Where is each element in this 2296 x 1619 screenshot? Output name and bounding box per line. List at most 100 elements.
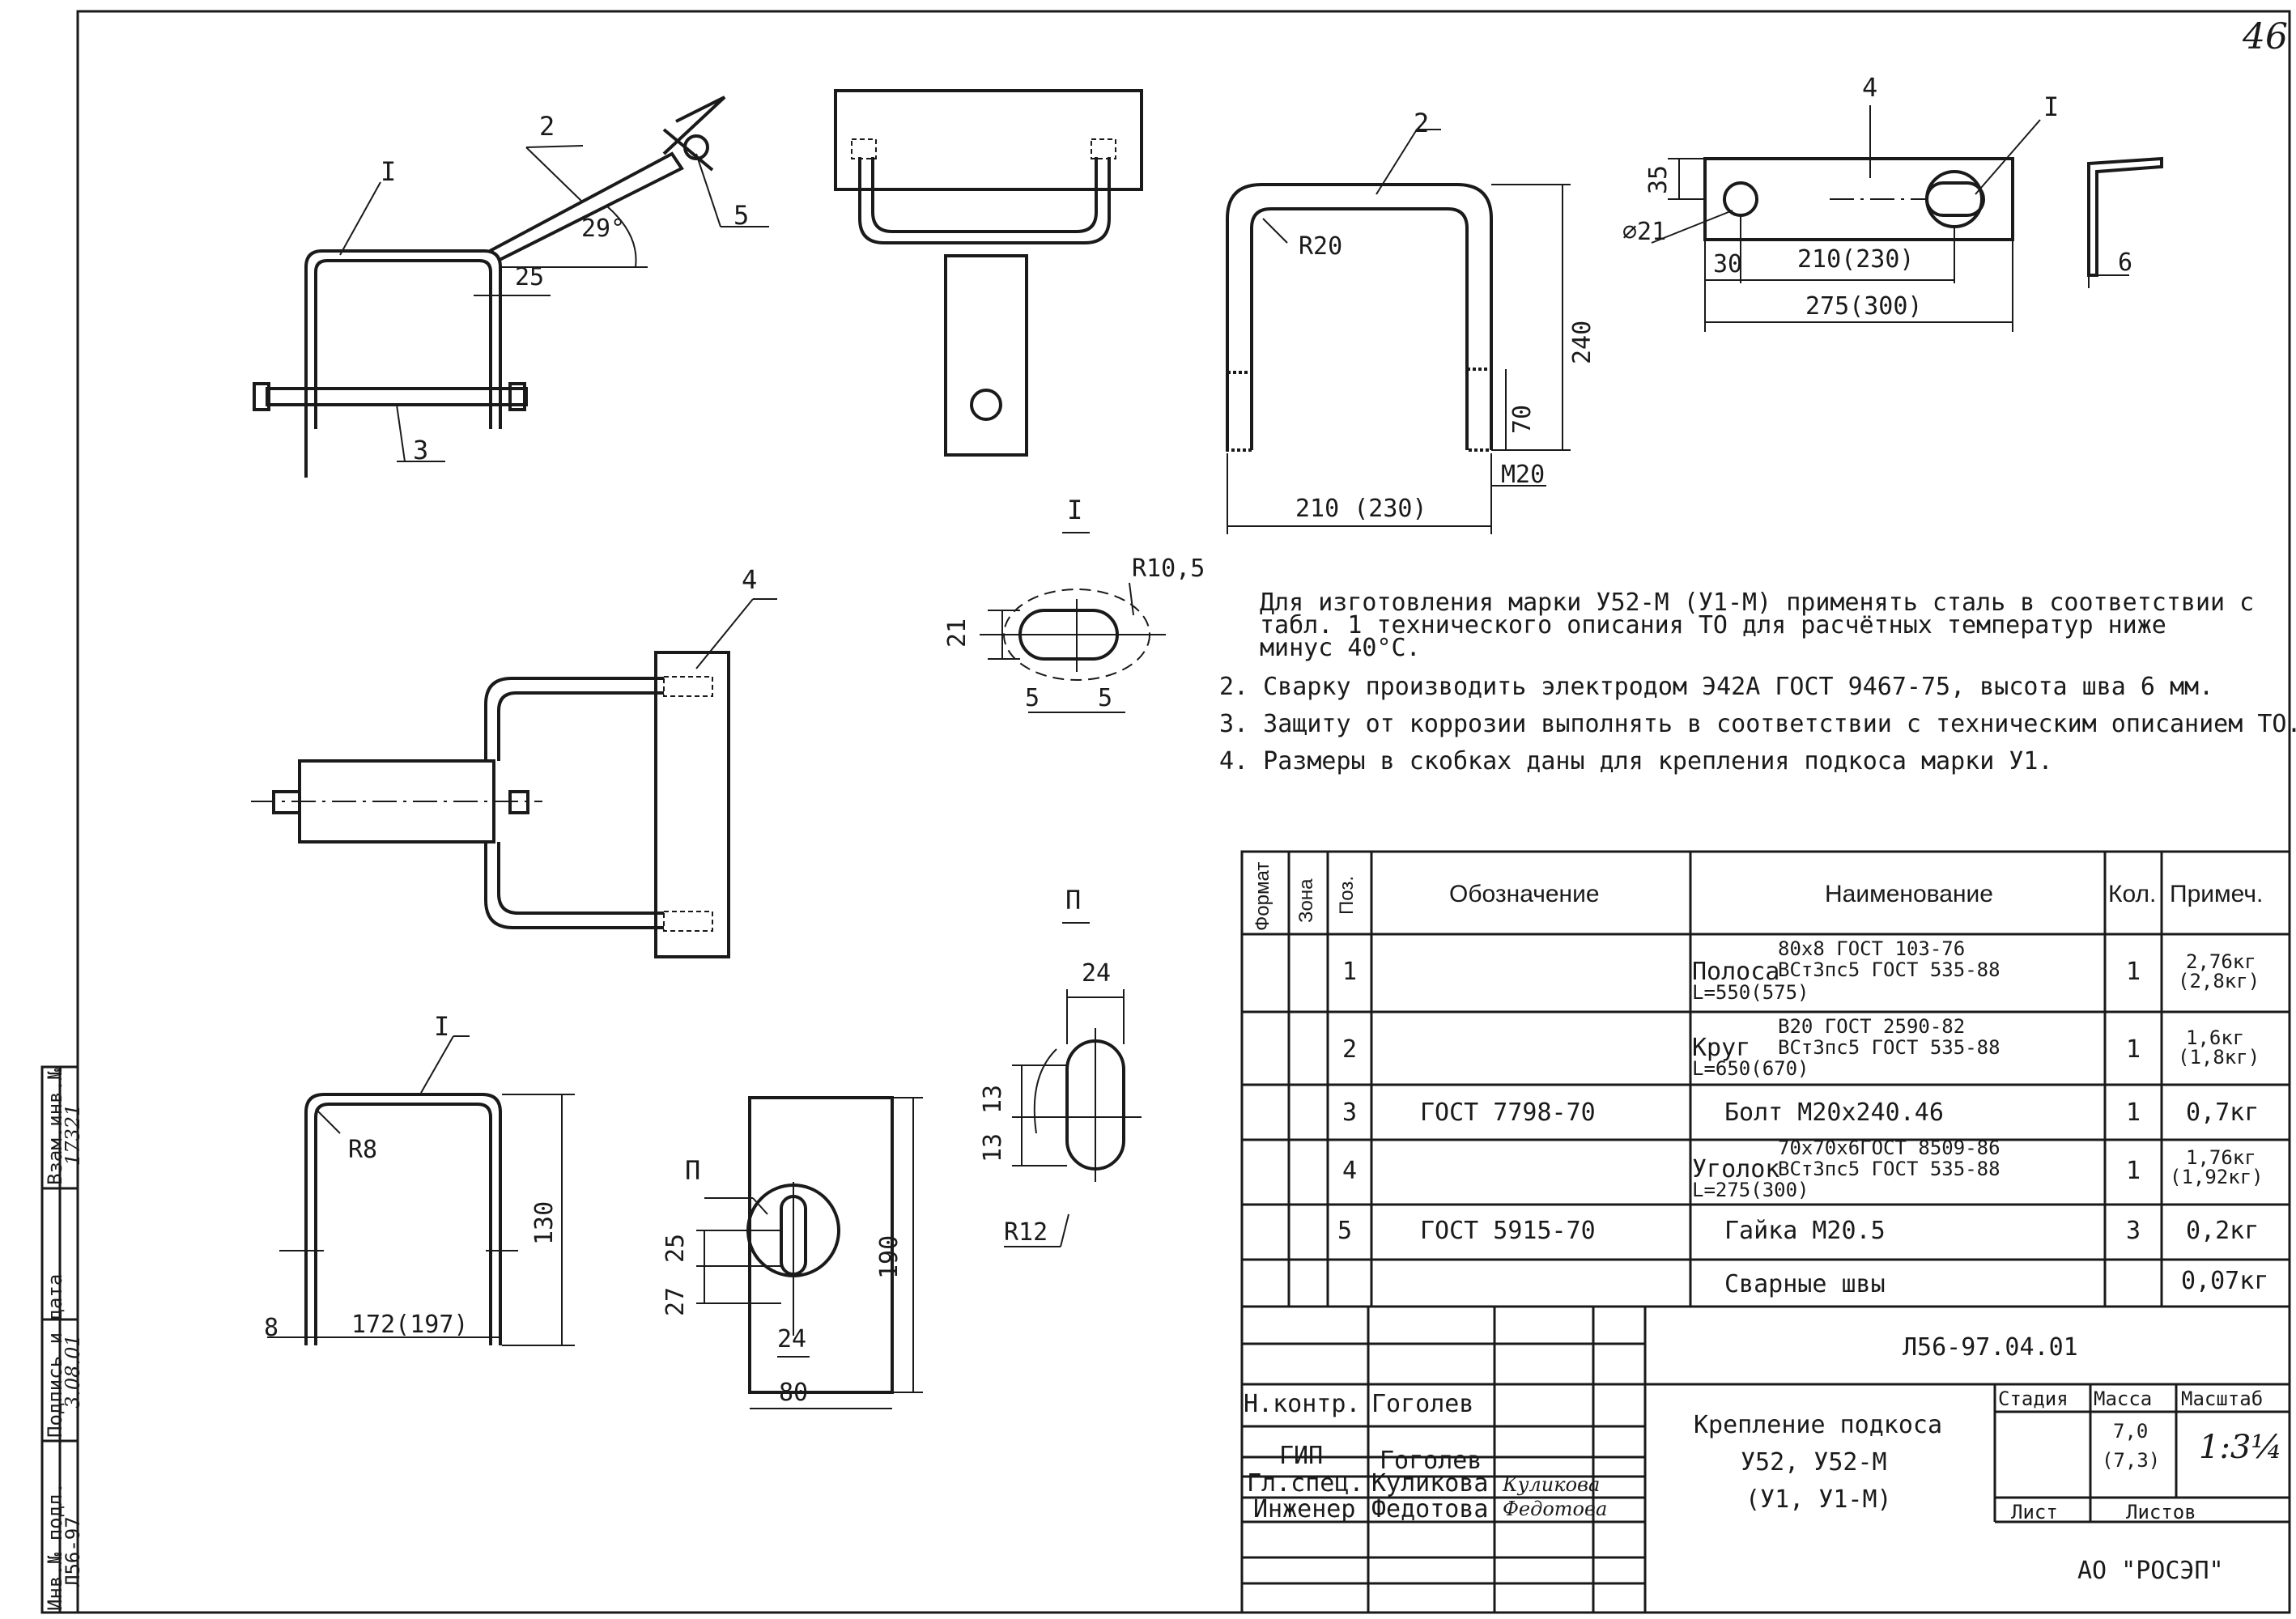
row6-name: Сварные швы: [1724, 1270, 1886, 1298]
view-side: [251, 598, 777, 958]
v3-height: 240: [1568, 320, 1597, 364]
row2-name-extra: L=650(670): [1692, 1057, 1809, 1080]
sheet-number: 46: [2243, 16, 2288, 57]
v4-pos-I: I: [2043, 91, 2060, 122]
note-line-1: Для изготовления марки У52-М (У1-М) прим…: [1260, 589, 2255, 617]
row4-qty: 1: [2126, 1157, 2141, 1185]
row1-prefix: Полоса: [1692, 958, 1780, 986]
row1-note1: 2,76кг: [2186, 950, 2256, 973]
v3-width: 210 (230): [1295, 495, 1427, 523]
org-name: АО "РОСЭП": [2077, 1557, 2224, 1585]
ubolt-height: 130: [530, 1200, 559, 1245]
th-note: Примеч.: [2170, 881, 2264, 907]
row4-note2: (1,92кг): [2170, 1166, 2264, 1188]
detail-I-dim-5b: 5: [1098, 684, 1113, 712]
row2-name-bottom: ВСт3пс5 ГОСТ 535-88: [1778, 1036, 2000, 1059]
row3-note1: 0,7кг: [2186, 1098, 2260, 1127]
row2-note2: (1,8кг): [2178, 1046, 2260, 1069]
th-designation: Обозначение: [1449, 881, 1600, 907]
sheets-label: Листов: [2126, 1501, 2196, 1523]
plate-dim-24: 24: [777, 1325, 807, 1353]
th-name: Наименование: [1825, 881, 1993, 907]
row5-note1: 0,2кг: [2186, 1217, 2260, 1245]
view4-angle: [1651, 105, 2041, 332]
stage-label: Стадия: [1998, 1387, 2069, 1410]
name-3: Куликова: [1371, 1469, 1489, 1498]
detail-I-dim-21: 21: [943, 618, 972, 648]
v1-pos-I: I: [381, 156, 397, 187]
th-qty: Кол.: [2108, 881, 2157, 907]
view5-angle-profile: [2087, 156, 2163, 288]
name-4: Федотова: [1371, 1495, 1489, 1523]
row4-prefix: Уголок: [1692, 1155, 1780, 1183]
sig-3: Куликова: [1503, 1473, 1601, 1496]
role-1: Н.контр.: [1244, 1390, 1361, 1418]
v3-thread-len: 70: [1508, 404, 1537, 434]
sheet-frame: [76, 10, 2291, 1614]
row3-qty: 1: [2126, 1098, 2141, 1127]
row3-designation: ГОСТ 7798-70: [1420, 1098, 1596, 1127]
title-block-grid: [1240, 1305, 2291, 1614]
note-line-2: табл. 1 технического описания ТО для рас…: [1260, 611, 2166, 640]
name-1: Гоголев: [1371, 1390, 1474, 1418]
row5-designation: ГОСТ 5915-70: [1420, 1217, 1596, 1245]
v1-angle: 29°: [581, 215, 626, 243]
ubolt-width: 172(197): [351, 1311, 469, 1339]
name-2: Гоголев: [1380, 1447, 1482, 1475]
row4-note1: 1,76кг: [2186, 1146, 2256, 1169]
title-line2: У52, У52-М: [1741, 1448, 1887, 1477]
plate-width: 80: [779, 1379, 809, 1407]
stamp-replaced-value: 17321: [62, 1103, 84, 1166]
row5-name: Гайка М20.5: [1724, 1217, 1886, 1245]
th-zone: Зона: [1295, 878, 1317, 923]
v3-radius: R20: [1299, 232, 1343, 261]
note-line-4: 2. Сварку производить электродом Э42А ГО…: [1219, 673, 2214, 701]
mass-value2: (7,3): [2102, 1449, 2161, 1472]
th-format: Формат: [1252, 861, 1273, 931]
detail-I-dim-5a: 5: [1025, 684, 1040, 712]
detail-P: [1004, 922, 1142, 1247]
row3-name: Болт М20х240.46: [1724, 1098, 1944, 1127]
note-line-6: 4. Размеры в скобках даны для крепления …: [1219, 747, 2053, 776]
detail-P-dim-24: 24: [1082, 959, 1112, 988]
row1-note2: (2,8кг): [2178, 970, 2260, 992]
ubolt-radius: R8: [348, 1136, 378, 1164]
ubolt-pos-I: I: [434, 1011, 450, 1042]
row1-qty: 1: [2126, 958, 2141, 986]
detail-I: [980, 532, 1166, 713]
view1-bracket: [253, 96, 769, 478]
detail-P-dim-13b: 13: [979, 1132, 1007, 1162]
row2-pos: 2: [1342, 1035, 1358, 1064]
row5-pos: 5: [1337, 1217, 1353, 1245]
row4-pos: 4: [1342, 1157, 1358, 1185]
side-pos-4: 4: [742, 564, 758, 595]
v3-thread: M20: [1501, 461, 1546, 489]
row1-name-bottom: ВСт3пс5 ГОСТ 535-88: [1778, 958, 2000, 981]
row1-pos: 1: [1342, 958, 1358, 986]
v4-dim-275: 275(300): [1805, 292, 1923, 321]
v1-pos-5: 5: [733, 200, 750, 231]
mass-value: 7,0: [2113, 1420, 2149, 1443]
v1-pos-3: 3: [413, 435, 429, 465]
role-4: Инженер: [1253, 1495, 1356, 1523]
role-2: ГИП: [1279, 1442, 1324, 1470]
row2-note1: 1,6кг: [2186, 1026, 2245, 1049]
sig-4: Федотова: [1503, 1498, 1608, 1520]
plate-pos-P: П: [685, 1155, 701, 1186]
v4-dim-30: 30: [1713, 250, 1743, 278]
v4-dim-35: 35: [1644, 164, 1673, 194]
row4-name-bottom: ВСт3пс5 ГОСТ 535-88: [1778, 1158, 2000, 1180]
stamp-date-value: 3.08.01: [62, 1334, 84, 1409]
view-plate: [696, 1096, 923, 1409]
mass-label: Масса: [2094, 1387, 2153, 1410]
v4-pos-4: 4: [1862, 72, 1878, 103]
v3-pos-2: 2: [1414, 108, 1430, 138]
title-line3: (У1, У1-М): [1745, 1485, 1892, 1514]
v5-dim-6: 6: [2118, 249, 2133, 277]
row3-pos: 3: [1342, 1098, 1358, 1127]
v1-pos-2: 2: [539, 111, 555, 142]
row5-qty: 3: [2126, 1217, 2141, 1245]
stamp-inv-value: Л56-97: [62, 1516, 84, 1587]
v4-hole: ⌀21: [1622, 218, 1667, 246]
